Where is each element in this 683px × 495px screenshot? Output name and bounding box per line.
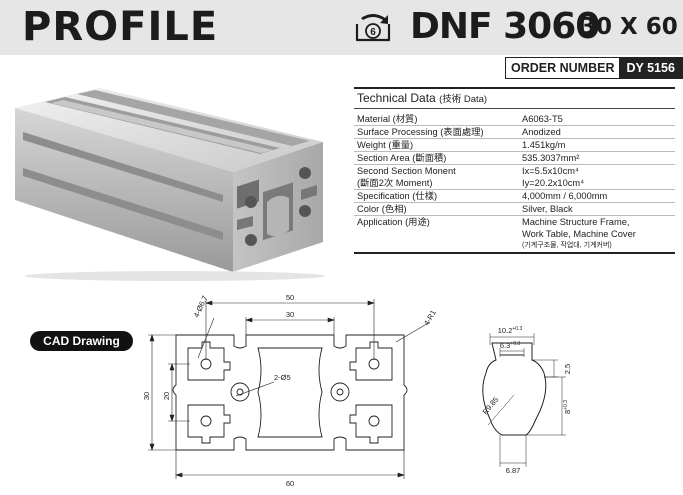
slot-dim-mid: 6.3+0.3	[500, 341, 521, 350]
dim-width-50: 50	[286, 293, 294, 302]
spec-row-surface: Surface Processing (表面處理)Anodized	[354, 126, 675, 139]
slot-dim-bottom: 6.87	[506, 466, 521, 475]
dim-width-60: 60	[286, 479, 294, 488]
spec-row-specification: Specification (仕樣)4,000mm / 6,000mm	[354, 190, 675, 203]
model-code: DNF 3060	[410, 6, 600, 47]
header-bar: PROFILE 6 DNF 3060 30 X 60	[0, 0, 683, 55]
slot-dim-right-top: 2.5	[563, 364, 572, 374]
dim-hole: 2-Ø5	[274, 373, 291, 382]
dim-height-20: 20	[162, 392, 171, 400]
spec-row-color: Color (色相)Silver, Black	[354, 203, 675, 216]
profile-photo	[15, 88, 325, 281]
order-number-label: ORDER NUMBER	[506, 58, 620, 78]
dim-corner-radius: 4-R1	[422, 308, 438, 327]
order-number-box: ORDER NUMBER DY 5156	[505, 57, 683, 79]
slot-detail-drawing: 10.2+0.3 6.3+0.3 2.5 8+0.3 R9.85 6.87	[481, 326, 572, 475]
order-number-value: DY 5156	[619, 58, 682, 78]
spec-row-weight: Weight (重量)1.451kg/m	[354, 139, 675, 152]
spec-row-application: Application (用途) Machine Structure Frame…	[357, 217, 636, 249]
dim-width-30: 30	[286, 310, 294, 319]
cad-cross-section: 50 30 60 30 20 2-Ø5 4-R1 4-Ø6.7	[142, 293, 438, 488]
slot-dim-right-bottom: 8+0.3	[563, 400, 572, 414]
technical-data-table: Technical Data (技術 Data) Material (材質)A6…	[354, 87, 675, 254]
technical-data-title: Technical Data (技術 Data)	[354, 89, 675, 109]
model-size: 30 X 60	[580, 14, 678, 40]
slot-dim-top: 10.2+0.3	[498, 326, 523, 335]
dim-height-30: 30	[142, 392, 151, 400]
series-icon: 6	[355, 14, 391, 42]
spec-row-area: Section Area (斷面積)535.3037mm²	[354, 152, 675, 165]
page-title: PROFILE	[22, 4, 219, 50]
spec-row-material: Material (材質)A6063-T5	[354, 113, 675, 126]
series-icon-number: 6	[370, 27, 376, 38]
spec-row-moment-iy: (斷面2次 Moment)Iy=20.2x10cm⁴	[354, 177, 675, 190]
cad-drawing-badge: CAD Drawing	[30, 331, 133, 351]
dim-center-diameter: 4-Ø6.7	[192, 294, 210, 319]
